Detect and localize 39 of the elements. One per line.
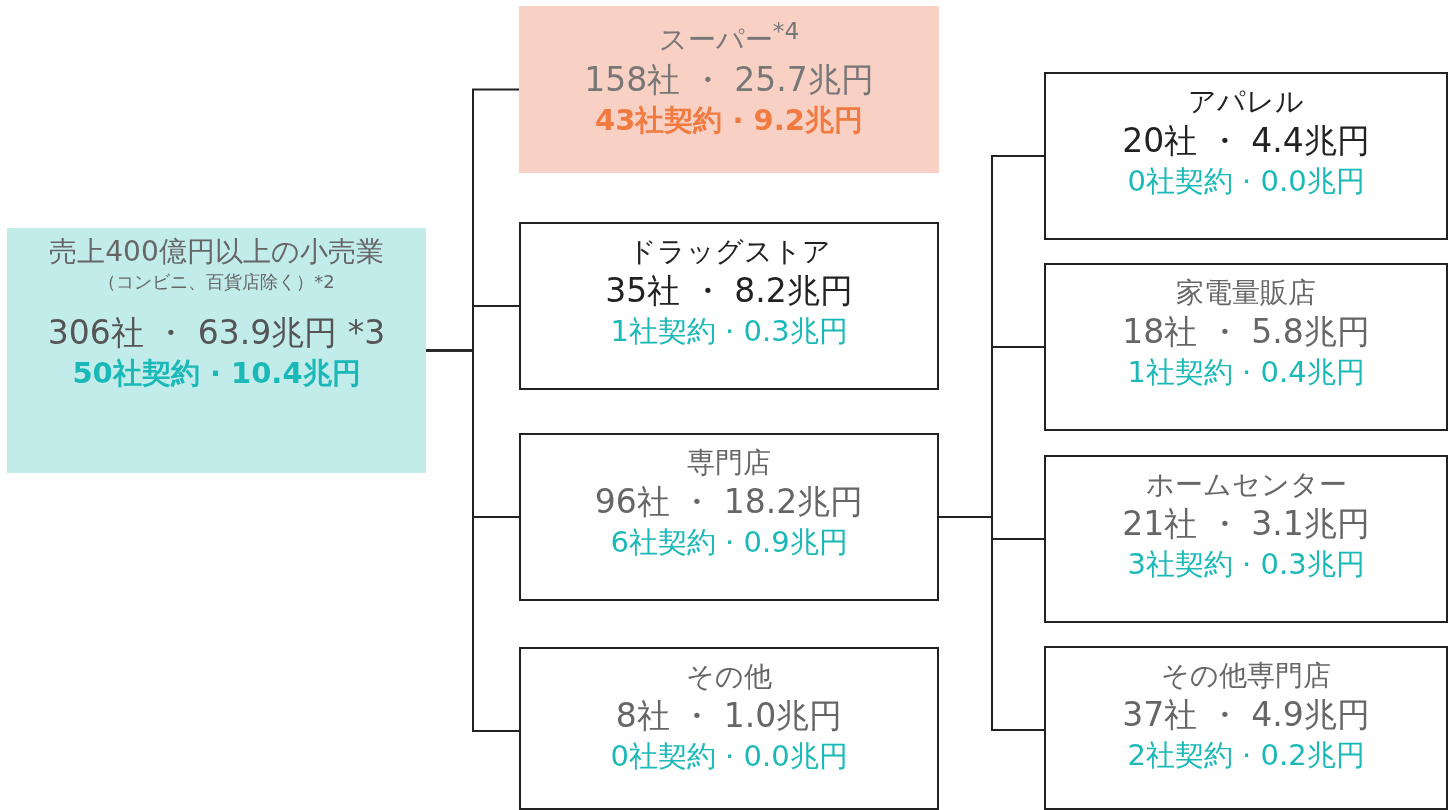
category-title: 家電量販店 bbox=[1176, 275, 1316, 311]
category-box bbox=[519, 222, 939, 390]
total-figure: 20社 ・ 4.4兆円 bbox=[1122, 120, 1370, 163]
note-text: （コンビニ、百貨店除く）*2 bbox=[98, 270, 335, 294]
category-box bbox=[1044, 646, 1448, 810]
category-title: 専門店 bbox=[687, 445, 771, 481]
category-box bbox=[519, 433, 939, 601]
contract-figure: 0社契約 · 0.0兆円 bbox=[1127, 163, 1365, 201]
category-title: アパレル bbox=[1188, 84, 1304, 120]
total-figure: 158社 ・ 25.7兆円 bbox=[584, 58, 874, 101]
category-box bbox=[1044, 263, 1448, 431]
summary-box bbox=[7, 228, 426, 473]
contract-figure: 1社契約 · 0.4兆円 bbox=[1127, 354, 1365, 392]
category-title: その他 bbox=[686, 659, 772, 695]
total-figure: 306社 ・ 63.9兆円 *3 bbox=[47, 311, 386, 354]
connector-line bbox=[425, 349, 520, 732]
contract-figure: 6社契約 · 0.9兆円 bbox=[610, 524, 848, 562]
total-figure: 35社 ・ 8.2兆円 bbox=[605, 270, 853, 313]
total-figure: 37社 ・ 4.9兆円 bbox=[1122, 694, 1370, 737]
total-figure: 8社 ・ 1.0兆円 bbox=[615, 695, 843, 738]
total-figure: 96社 ・ 18.2兆円 bbox=[594, 481, 864, 524]
category-title: その他専門店 bbox=[1161, 658, 1331, 694]
connector-line bbox=[938, 516, 1045, 731]
category-title: ドラッグストア bbox=[627, 234, 831, 270]
contract-figure: 2社契約 · 0.2兆円 bbox=[1127, 737, 1365, 775]
category-title: スーパー$^{*4}$ bbox=[658, 16, 800, 59]
total-figure: 18社 ・ 5.8兆円 bbox=[1122, 311, 1370, 354]
category-box bbox=[1044, 72, 1448, 240]
contract-figure: 50社契約 · 10.4兆円 bbox=[72, 354, 361, 392]
contract-figure: 43社契約 · 9.2兆円 bbox=[595, 101, 863, 139]
category-title: ホームセンター bbox=[1145, 467, 1347, 503]
contract-figure: 0社契約 · 0.0兆円 bbox=[610, 738, 848, 776]
total-figure: 21社 ・ 3.1兆円 bbox=[1122, 503, 1370, 546]
contract-figure: 3社契約 · 0.3兆円 bbox=[1127, 546, 1365, 584]
category-box bbox=[519, 6, 939, 173]
category-box bbox=[519, 647, 939, 810]
category-title: 売上400億円以上の小売業 bbox=[49, 234, 384, 270]
category-box bbox=[1044, 455, 1448, 623]
contract-figure: 1社契約 · 0.3兆円 bbox=[610, 313, 848, 351]
